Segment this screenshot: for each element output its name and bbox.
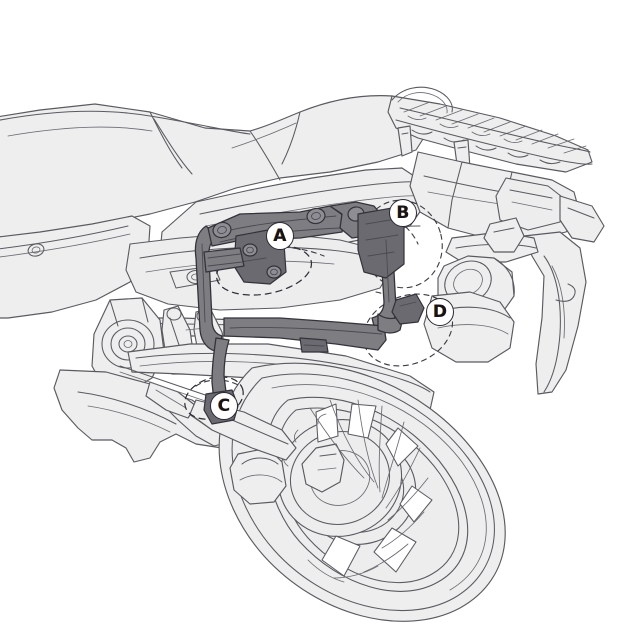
callout-label-b[interactable]: B xyxy=(389,199,417,227)
callout-label-c[interactable]: C xyxy=(210,392,238,420)
callout-label-a[interactable]: A xyxy=(266,222,294,250)
callout-label-d[interactable]: D xyxy=(426,298,454,326)
